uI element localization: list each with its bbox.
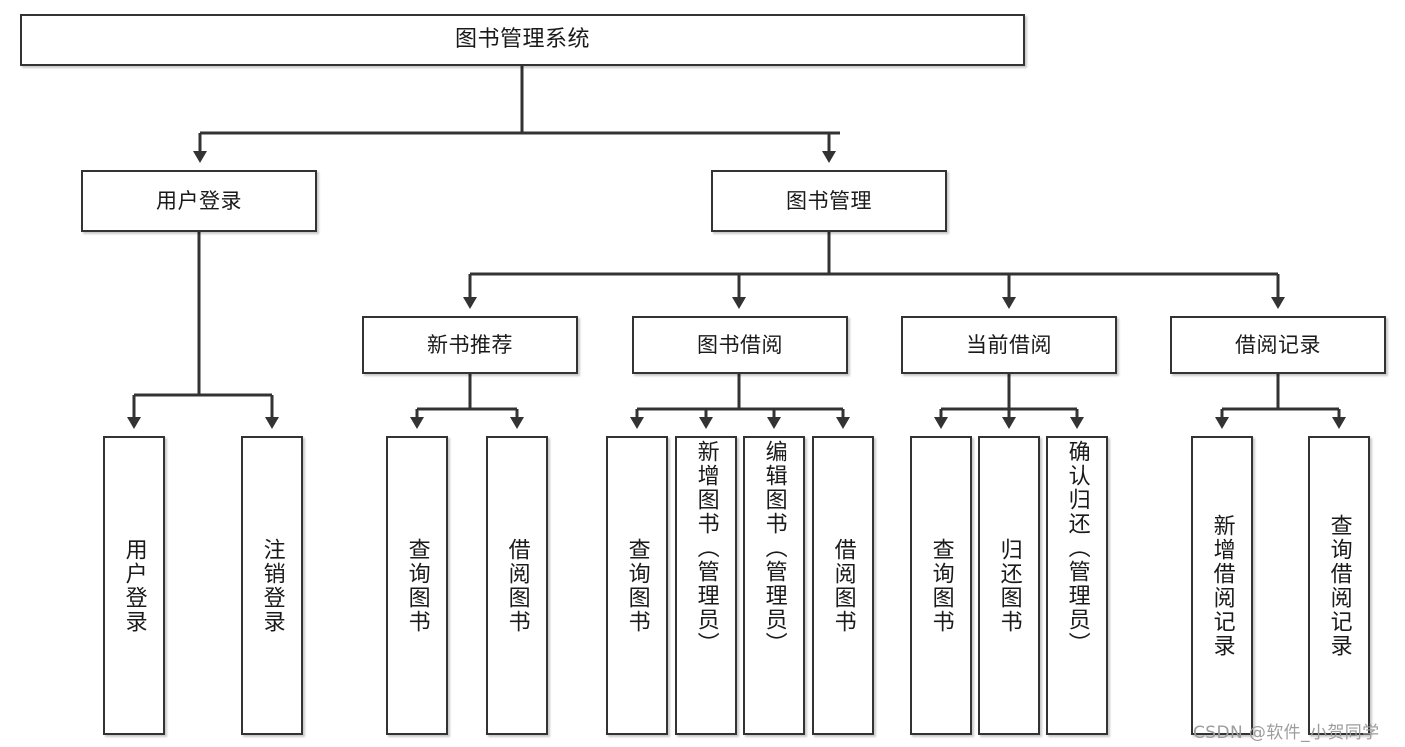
leaf-borrow-book-recommend[interactable]: 借阅图书	[486, 436, 548, 735]
leaf-query-borrow-record[interactable]: 查询借阅记录	[1308, 436, 1370, 735]
node-label: 当前借阅	[966, 332, 1052, 357]
node-label: 编辑图书（管理员）	[761, 440, 787, 656]
node-label: 借阅图书	[504, 537, 530, 634]
leaf-add-book-admin[interactable]: 新增图书（管理员）	[675, 436, 737, 735]
node-label: 查询图书	[624, 537, 650, 634]
leaf-add-borrow-record[interactable]: 新增借阅记录	[1191, 436, 1253, 735]
node-label: 图书借阅	[697, 332, 783, 357]
node-root-book-management-system[interactable]: 图书管理系统	[20, 14, 1025, 66]
node-label: 借阅记录	[1235, 332, 1321, 357]
node-new-book-recommend[interactable]: 新书推荐	[362, 316, 578, 374]
node-label: 注销登录	[259, 537, 285, 634]
leaf-logout[interactable]: 注销登录	[241, 436, 303, 735]
node-label: 新增借阅记录	[1209, 513, 1235, 658]
watermark-text: CSDN @软件_小贺同学	[1193, 723, 1380, 743]
node-label: 图书管理	[786, 188, 872, 213]
node-label: 图书管理系统	[454, 27, 590, 53]
node-label: 归还图书	[996, 537, 1022, 634]
node-label: 查询图书	[928, 537, 954, 634]
leaf-borrow-book[interactable]: 借阅图书	[812, 436, 874, 735]
node-borrow-record[interactable]: 借阅记录	[1170, 316, 1386, 374]
leaf-return-book[interactable]: 归还图书	[978, 436, 1040, 735]
node-book-management[interactable]: 图书管理	[711, 170, 947, 232]
leaf-query-book-borrow[interactable]: 查询图书	[606, 436, 668, 735]
leaf-query-book-current[interactable]: 查询图书	[910, 436, 972, 735]
node-label: 用户登录	[121, 537, 147, 634]
node-label: 新书推荐	[427, 332, 513, 357]
node-label: 用户登录	[156, 188, 242, 213]
node-label: 新增图书（管理员）	[693, 440, 719, 656]
node-label: 借阅图书	[830, 537, 856, 634]
node-label: 查询借阅记录	[1326, 513, 1352, 658]
node-current-borrow[interactable]: 当前借阅	[901, 316, 1117, 374]
leaf-confirm-return-admin[interactable]: 确认归还（管理员）	[1046, 436, 1108, 735]
leaf-edit-book-admin[interactable]: 编辑图书（管理员）	[743, 436, 805, 735]
leaf-query-book-recommend[interactable]: 查询图书	[386, 436, 448, 735]
node-user-login[interactable]: 用户登录	[81, 170, 317, 232]
node-label: 查询图书	[404, 537, 430, 634]
node-book-borrow[interactable]: 图书借阅	[632, 316, 848, 374]
node-label: 确认归还（管理员）	[1064, 440, 1090, 656]
leaf-user-login[interactable]: 用户登录	[103, 436, 165, 735]
